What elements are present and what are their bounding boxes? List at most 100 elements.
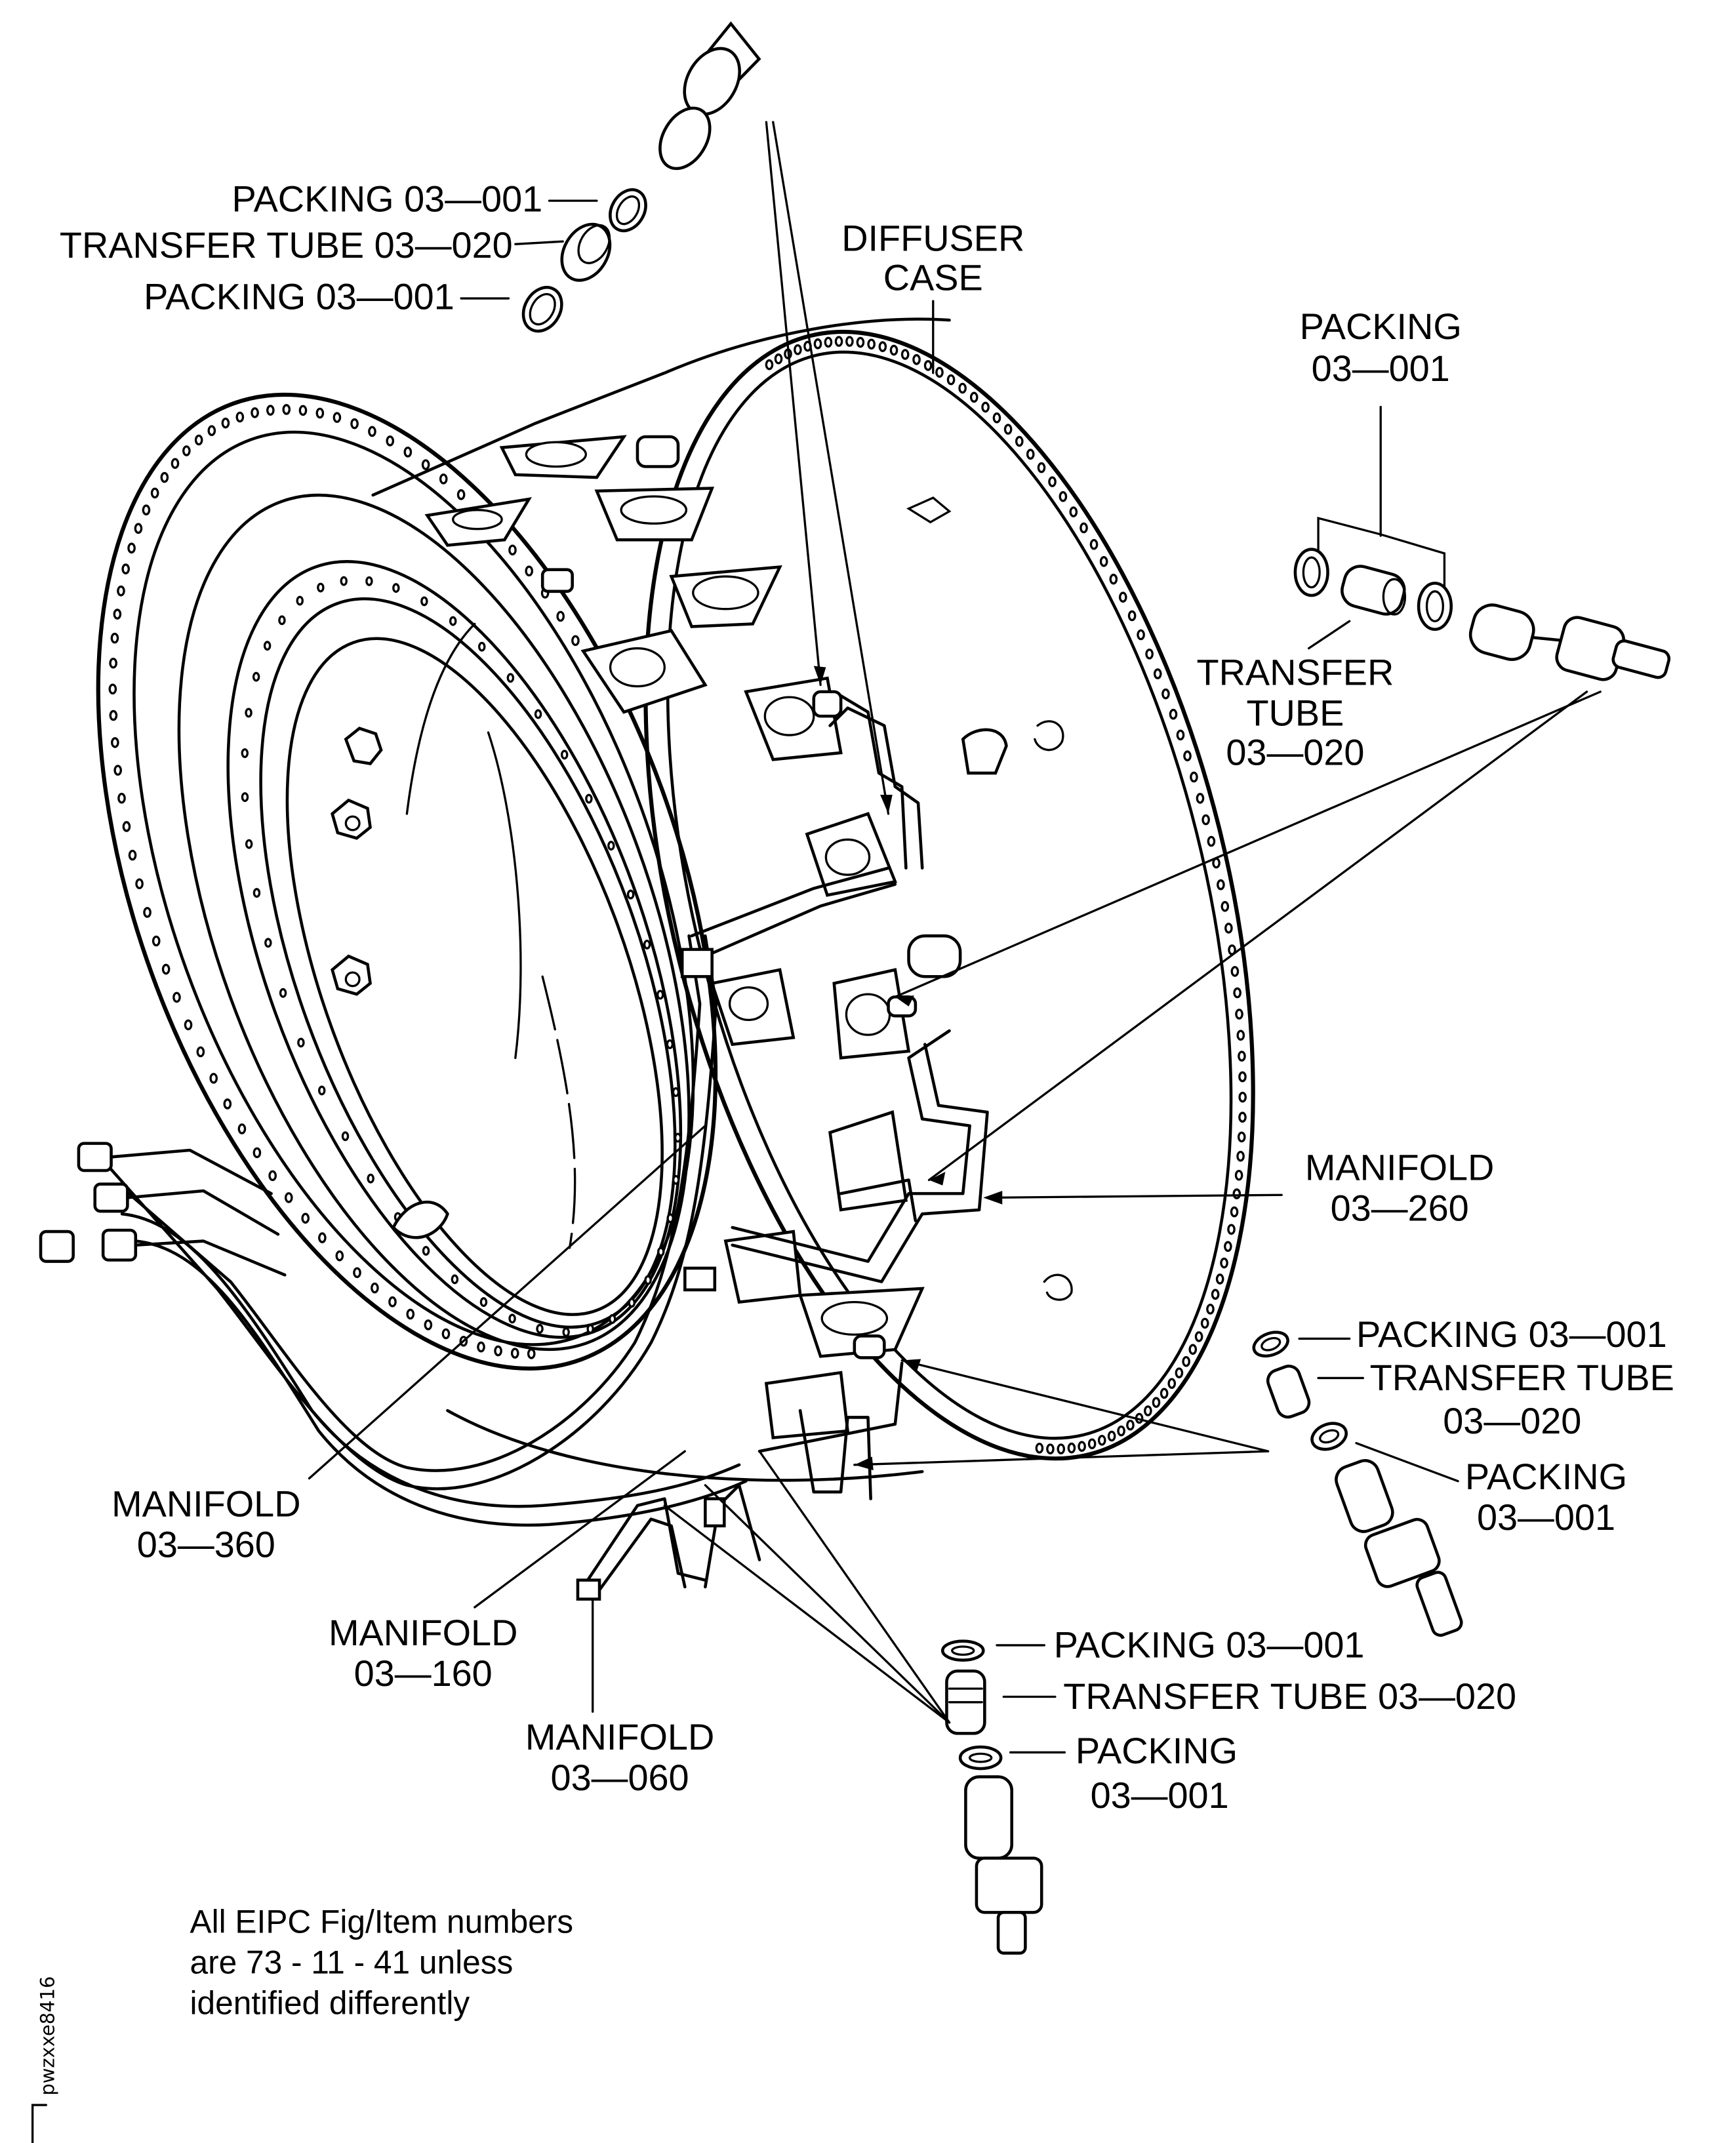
inner-flange-bolt-holes <box>241 576 682 1337</box>
exploded-group-right-middle <box>853 1331 1463 1637</box>
callout-manifold-060: MANIFOLD 03—060 <box>525 1716 714 1798</box>
bolt-hole <box>245 839 253 849</box>
bolt-hole <box>1220 1257 1228 1269</box>
manifold-260-leader <box>988 1193 1283 1199</box>
bolt-hole <box>765 359 774 371</box>
bolt-hole <box>643 939 651 950</box>
bolt-hole <box>1238 1071 1247 1083</box>
bolt-hole <box>266 405 275 416</box>
bolt-hole <box>117 585 125 597</box>
bolt-hole <box>562 1327 570 1337</box>
packing-ring <box>1310 1422 1348 1451</box>
bolt-hole <box>1048 476 1057 487</box>
bolt-hole <box>946 374 956 386</box>
bolt-hole <box>1207 835 1216 847</box>
bolt-hole <box>525 565 534 577</box>
bolt-hole <box>1176 729 1185 741</box>
label-packing-03-001: PACKING 03—001 <box>1356 1313 1667 1355</box>
label-diffuser: DIFFUSER <box>841 218 1024 259</box>
bolt-hole <box>1117 1425 1125 1437</box>
bolt-hole <box>534 709 542 719</box>
bolt-hole <box>182 445 191 456</box>
bolt-hole <box>508 1313 516 1324</box>
bolt-hole <box>666 1213 674 1224</box>
bolt-hole <box>340 576 348 586</box>
bolt-hole <box>1080 522 1088 534</box>
bolt-hole <box>341 1131 350 1142</box>
bolt-hole <box>1194 1331 1203 1342</box>
bolt-hole <box>1217 879 1225 891</box>
manifold-tubing <box>39 690 989 1601</box>
bolt-hole <box>113 609 122 620</box>
bolt-hole <box>644 1275 652 1285</box>
manifold-03-160 <box>581 1497 707 1589</box>
eipc-note: All EIPC Fig/Item numbers are 73 - 11 - … <box>190 1903 574 2021</box>
note-line-3: identified differently <box>190 1985 470 2022</box>
bolt-hole <box>1227 1224 1236 1235</box>
bolt-hole <box>969 391 979 403</box>
manifold-inlet-fittings <box>39 1142 287 1277</box>
label-manifold-number: 03—060 <box>551 1757 689 1798</box>
bolt-hole <box>1211 1289 1220 1300</box>
bolt-hole <box>878 341 887 352</box>
bolt-hole <box>1224 923 1233 934</box>
bolt-hole <box>666 1039 674 1049</box>
bolt-hole <box>264 938 272 948</box>
bolt-hole <box>109 657 117 669</box>
bolt-hole <box>1059 491 1068 502</box>
bolt-hole <box>1238 1051 1246 1062</box>
bolt-hole <box>774 353 783 365</box>
callout-top-right: PACKING 03—001 TRANSFER TUBE 03—020 <box>1196 306 1461 772</box>
bolt-hole <box>151 935 161 947</box>
label-manifold-number: 03—260 <box>1331 1188 1469 1229</box>
bolt-hole <box>449 616 457 626</box>
fuel-nozzle-fitting-top <box>658 21 761 170</box>
bolt-hole <box>284 1192 293 1203</box>
bolt-hole <box>656 990 664 1000</box>
bolt-hole <box>1236 1150 1245 1162</box>
bolt-hole <box>298 405 308 416</box>
fuel-nozzle-fitting-right <box>1468 603 1671 681</box>
bolt-hole <box>353 1267 361 1279</box>
bolt-hole <box>221 417 230 429</box>
callout-manifold-260: MANIFOLD 03—260 <box>1305 1146 1494 1228</box>
bolt-hole <box>121 563 130 574</box>
bolt-hole <box>510 1348 519 1359</box>
bolt-hole <box>560 750 569 760</box>
bolt-hole <box>935 367 944 378</box>
bolt-hole <box>958 382 967 394</box>
bolt-hole <box>1182 1355 1190 1367</box>
label-packing-03-001: PACKING 03—001 <box>1054 1624 1365 1666</box>
bolt-hole <box>367 1173 374 1184</box>
packing-ring <box>940 1639 985 1662</box>
bolt-hole <box>479 1297 488 1308</box>
bolt-hole <box>1161 688 1170 700</box>
bolt-hole <box>109 710 118 721</box>
bolt-hole <box>420 596 428 607</box>
transfer-tube <box>945 1669 986 1735</box>
packing-ring <box>1252 1331 1289 1358</box>
note-line-1: All EIPC Fig/Item numbers <box>190 1903 574 1940</box>
bolt-hole <box>536 1323 544 1334</box>
front-flange-bolt-holes <box>108 404 580 1359</box>
bolt-hole <box>422 1245 430 1256</box>
bolt-hole <box>628 1298 636 1308</box>
drawing-code-label: pwzxxe8416 <box>37 1976 59 2096</box>
bolt-hole <box>923 360 933 371</box>
bolt-hole <box>607 841 615 851</box>
label-manifold-number: 03—160 <box>354 1652 493 1694</box>
bolt-hole <box>1152 1397 1161 1408</box>
bolt-hole <box>527 1348 536 1359</box>
bolt-hole <box>1037 462 1046 473</box>
bolt-hole <box>900 349 910 360</box>
bolt-hole <box>301 1212 310 1224</box>
bolt-hole <box>424 1319 433 1331</box>
label-manifold: MANIFOLD <box>525 1716 714 1757</box>
bolt-hole <box>992 412 1001 424</box>
bolt-hole <box>279 988 287 998</box>
bolt-hole <box>241 792 249 803</box>
bolt-hole <box>113 765 122 776</box>
bolt-hole <box>813 338 822 350</box>
bolt-hole <box>108 683 117 694</box>
bolt-hole <box>1196 793 1205 804</box>
